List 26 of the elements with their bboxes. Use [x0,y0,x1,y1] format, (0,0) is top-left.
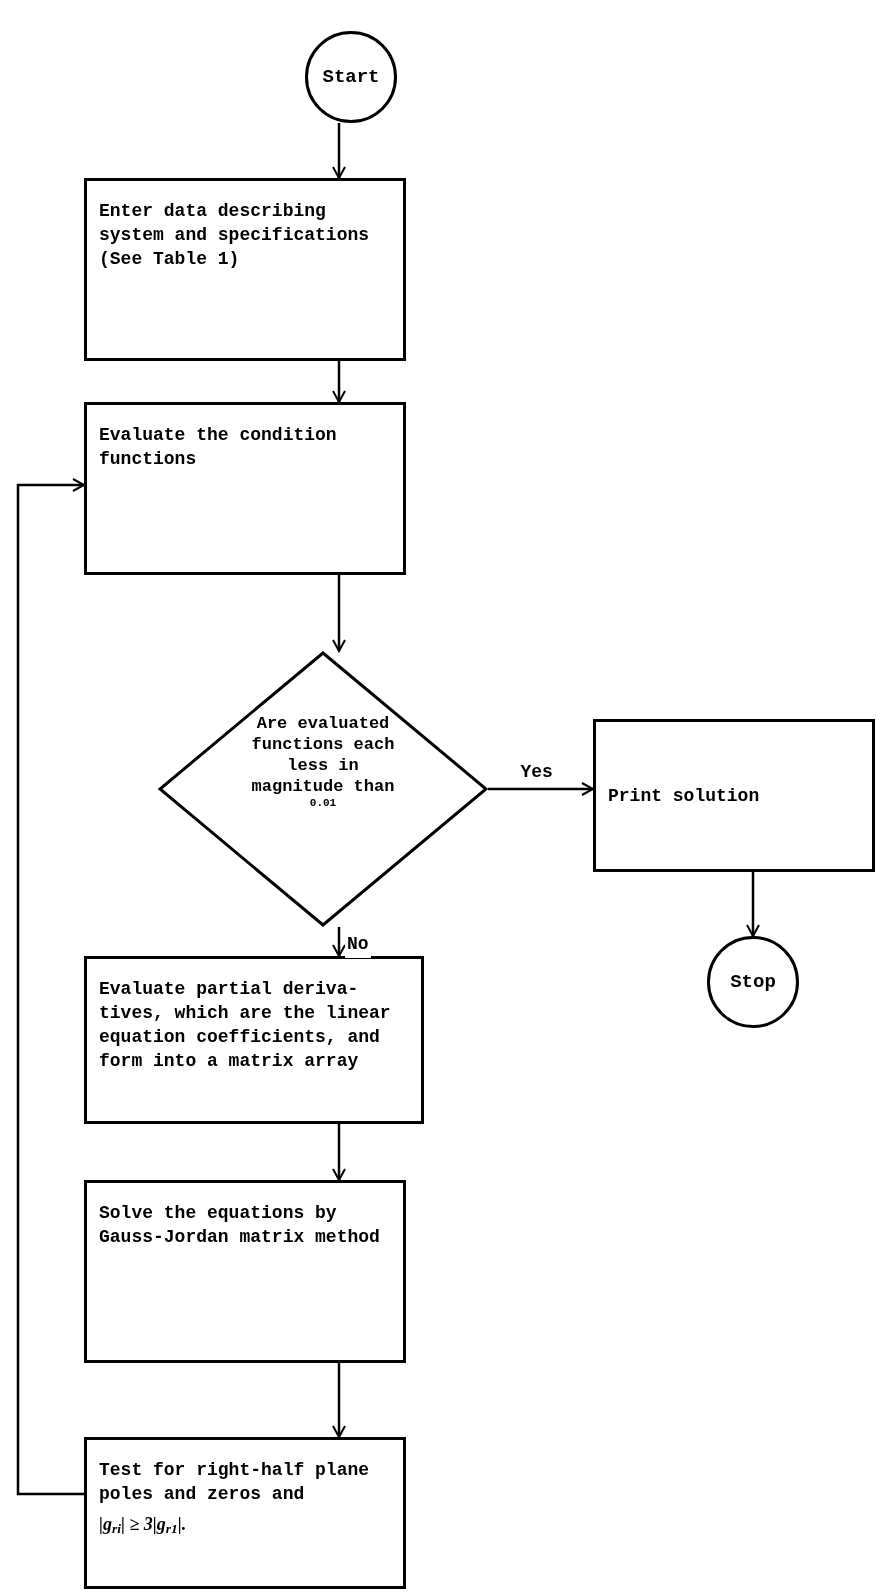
process-box [593,719,875,872]
arrow [332,361,346,403]
process-box [84,1437,406,1589]
process-text: Evaluate partial deriva- tives, which are the linear equation coefficients, and form into a matrix array [99,978,392,1073]
arrow [16,478,85,1496]
process-box [84,956,424,1124]
process-text: Print solution [608,784,761,808]
arrow [332,927,346,957]
process-box [84,178,406,361]
arrow [332,575,346,652]
threshold-value: 0.01 [309,797,337,810]
process-text: Test for right-half plane poles and zeros and [99,1459,371,1506]
terminal-label: Stop [730,969,776,995]
process-text: Evaluate the condition functions [99,424,338,471]
arrow [332,123,346,179]
decision-question: Are evaluated functions each less in magnitude than [250,713,396,797]
process-box [84,402,406,575]
terminal-label: Start [322,64,380,90]
process-text: Solve the equations by Gauss-Jordan matrix method [99,1202,381,1249]
arrow [332,1124,346,1181]
process-text: Enter data describing system and specifications (See Table 1) [99,200,371,271]
process-box [84,1180,406,1363]
condition-formula: |g$_{ri}$| ≥ 3|g$_{r1}$|. [99,1513,188,1536]
arrow [746,872,760,937]
arrow [332,1363,346,1438]
arrow [488,782,594,796]
